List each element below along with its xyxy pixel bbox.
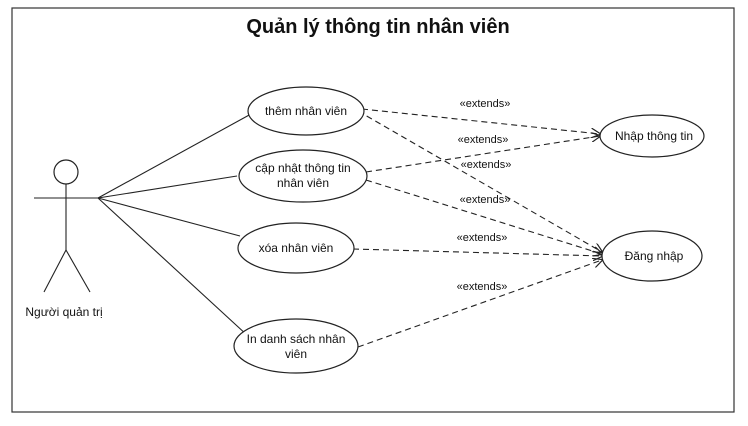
extend-them-nhap bbox=[361, 108, 600, 134]
extend-label: «extends» bbox=[460, 194, 511, 206]
use-case-nhap-thong-tin[interactable]: Nhập thông tin bbox=[599, 114, 705, 158]
association-in bbox=[97, 197, 249, 337]
association-them bbox=[97, 113, 252, 199]
diagram-title: Quản lý thông tin nhân viên bbox=[246, 16, 509, 38]
extend-label: «extends» bbox=[457, 281, 508, 293]
actor-admin[interactable]: Người quản trị bbox=[25, 159, 103, 319]
use-case-label: viên bbox=[285, 347, 307, 361]
use-case-label: nhân viên bbox=[277, 176, 329, 190]
use-case-label: cập nhật thông tin bbox=[255, 161, 350, 175]
extend-label: «extends» bbox=[457, 232, 508, 244]
use-case-label: xóa nhân viên bbox=[259, 241, 334, 255]
use-case-label: In danh sách nhân bbox=[247, 332, 346, 346]
association-xoa bbox=[97, 197, 241, 237]
use-case-dang-nhap[interactable]: Đăng nhập bbox=[601, 230, 703, 282]
extend-capnhat-dangnhap bbox=[365, 179, 602, 254]
extend-in-dangnhap bbox=[357, 260, 602, 348]
use-case-label: Đăng nhập bbox=[625, 249, 684, 263]
extend-label: «extends» bbox=[461, 159, 512, 171]
extend-label: «extends» bbox=[460, 98, 511, 110]
use-case-them-nhan-vien[interactable]: thêm nhân viên bbox=[247, 86, 365, 136]
extend-xoa-dangnhap bbox=[352, 248, 602, 256]
extend-label: «extends» bbox=[458, 134, 509, 146]
use-case-label: thêm nhân viên bbox=[265, 104, 347, 118]
use-case-xoa-nhan-vien[interactable]: xóa nhân viên bbox=[237, 222, 355, 274]
actor-label: Người quản trị bbox=[25, 305, 102, 319]
use-case-in-danh-sach[interactable]: In danh sách nhân viên bbox=[233, 318, 359, 374]
association-capnhat bbox=[97, 175, 238, 199]
use-case-cap-nhat-thong-tin[interactable]: cập nhật thông tin nhân viên bbox=[238, 149, 368, 203]
actor-head bbox=[53, 159, 79, 185]
use-case-label: Nhập thông tin bbox=[615, 129, 693, 143]
extend-them-dangnhap bbox=[357, 110, 602, 252]
diagram-border bbox=[11, 7, 735, 413]
